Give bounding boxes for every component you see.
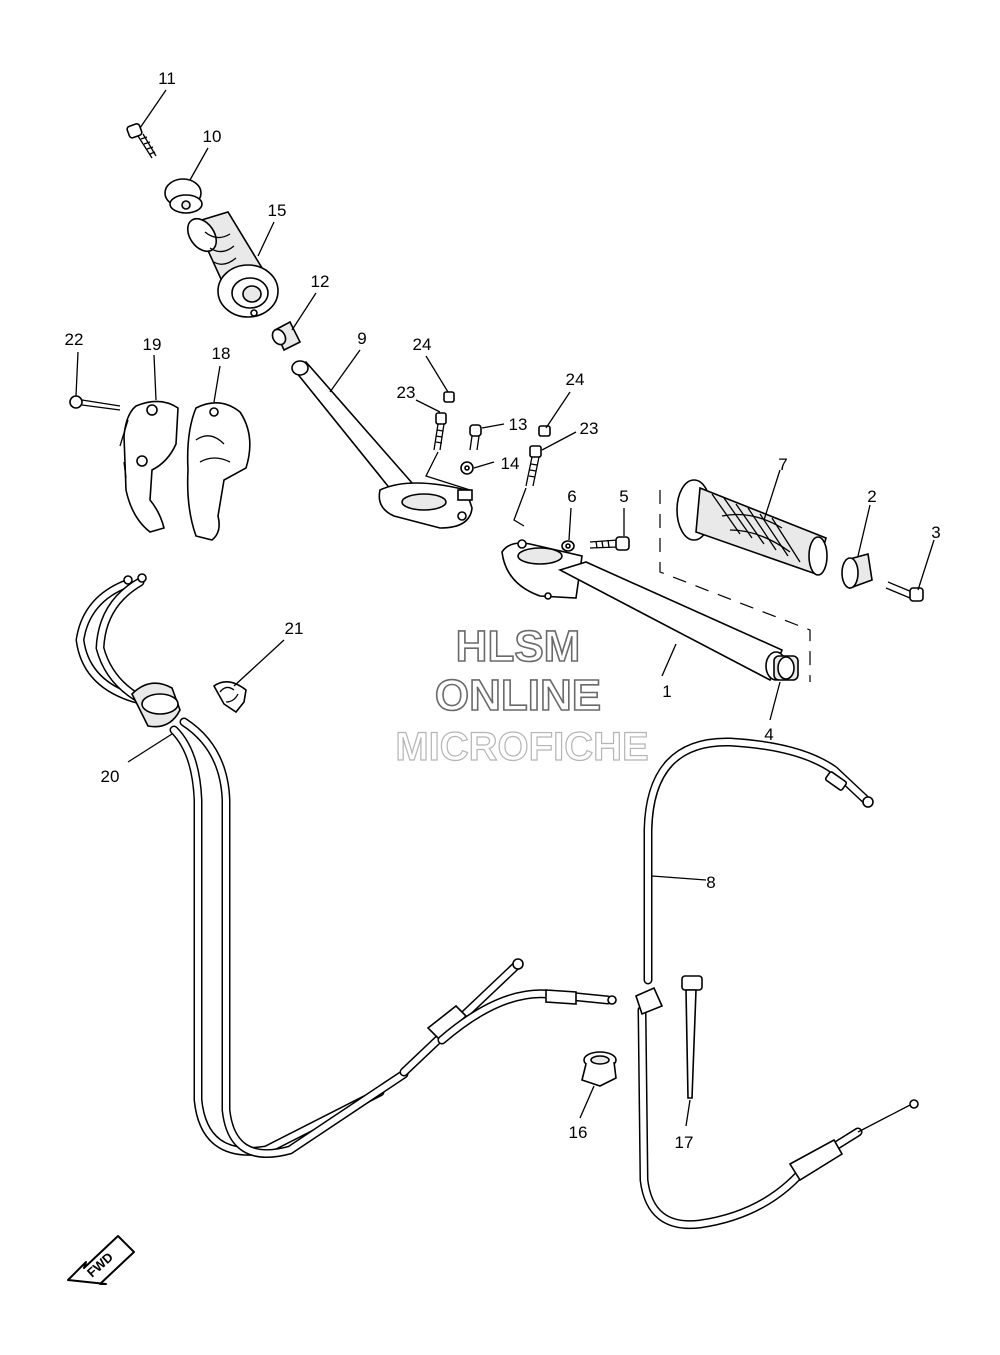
part-13-screw[interactable] xyxy=(469,424,482,451)
leader-23-left-to-clamp xyxy=(425,451,471,491)
callout-17: 17 xyxy=(675,1133,694,1152)
part-10-bar-end[interactable] xyxy=(164,178,203,214)
callout-5: 5 xyxy=(619,487,628,506)
callout-3: 3 xyxy=(931,523,940,542)
part-17-cable-tie[interactable] xyxy=(681,975,703,1099)
callout-23-right: 23 xyxy=(580,419,599,438)
callout-23-left: 23 xyxy=(397,383,416,402)
part-15-throttle-grip[interactable] xyxy=(182,211,279,318)
part-12-collar[interactable] xyxy=(270,320,302,352)
part-23-bolt-left[interactable] xyxy=(433,412,447,451)
callout-11: 11 xyxy=(158,69,176,88)
part-24-nut-left[interactable] xyxy=(443,391,455,403)
part-2-bar-end[interactable] xyxy=(841,552,873,590)
callout-22: 22 xyxy=(65,330,84,349)
part-14-washer[interactable] xyxy=(460,461,474,475)
callout-9: 9 xyxy=(357,329,366,348)
callout-18: 18 xyxy=(212,344,231,363)
callout-16: 16 xyxy=(569,1123,588,1142)
callout-1: 1 xyxy=(662,682,671,701)
part-22-screw[interactable] xyxy=(69,395,121,411)
watermark-line-3: MICROFICHE xyxy=(395,725,648,769)
part-18-switch-housing-upper[interactable] xyxy=(186,402,251,541)
callout-20: 20 xyxy=(101,767,120,786)
part-5-bolt[interactable] xyxy=(589,536,630,551)
callout-labels: 11 10 15 12 9 24 23 13 14 24 23 6 5 7 2 … xyxy=(65,69,941,1152)
part-8-clutch-cable[interactable] xyxy=(635,737,919,1230)
leader-lines xyxy=(75,89,935,1127)
part-24-nut-right[interactable] xyxy=(538,425,551,437)
callout-13: 13 xyxy=(509,415,528,434)
part-11-bolt[interactable] xyxy=(126,123,157,159)
leader-23-right-to-clamp xyxy=(513,487,527,527)
assembly-bracket xyxy=(659,490,811,682)
part-9-handlebar-left[interactable] xyxy=(291,360,473,529)
part-20-throttle-cables[interactable] xyxy=(75,573,617,1158)
callout-2: 2 xyxy=(867,487,876,506)
part-3-bolt[interactable] xyxy=(885,581,924,602)
part-16-cable-holder[interactable] xyxy=(581,1051,617,1087)
part-21-cable-clamp[interactable] xyxy=(212,681,247,714)
callout-19: 19 xyxy=(143,335,162,354)
watermark-line-1: HLSM xyxy=(456,622,581,671)
callout-6: 6 xyxy=(567,487,576,506)
callout-24-left: 24 xyxy=(413,335,432,354)
callout-21: 21 xyxy=(285,619,304,638)
callout-14: 14 xyxy=(501,454,520,473)
callout-8: 8 xyxy=(706,873,715,892)
part-19-switch-housing-lower[interactable] xyxy=(119,400,179,533)
part-4-bushing[interactable] xyxy=(773,655,799,681)
callout-4: 4 xyxy=(764,725,773,744)
callout-10: 10 xyxy=(203,127,222,146)
part-23-bolt-right[interactable] xyxy=(525,445,542,487)
callout-24-right: 24 xyxy=(566,370,585,389)
callout-15: 15 xyxy=(268,201,287,220)
watermark-line-2: ONLINE xyxy=(435,671,601,720)
part-7-grip[interactable] xyxy=(676,479,828,576)
callout-12: 12 xyxy=(311,272,330,291)
fwd-direction-badge: FWD xyxy=(67,1235,135,1285)
part-6-washer[interactable] xyxy=(561,540,575,552)
callout-7: 7 xyxy=(778,455,787,474)
